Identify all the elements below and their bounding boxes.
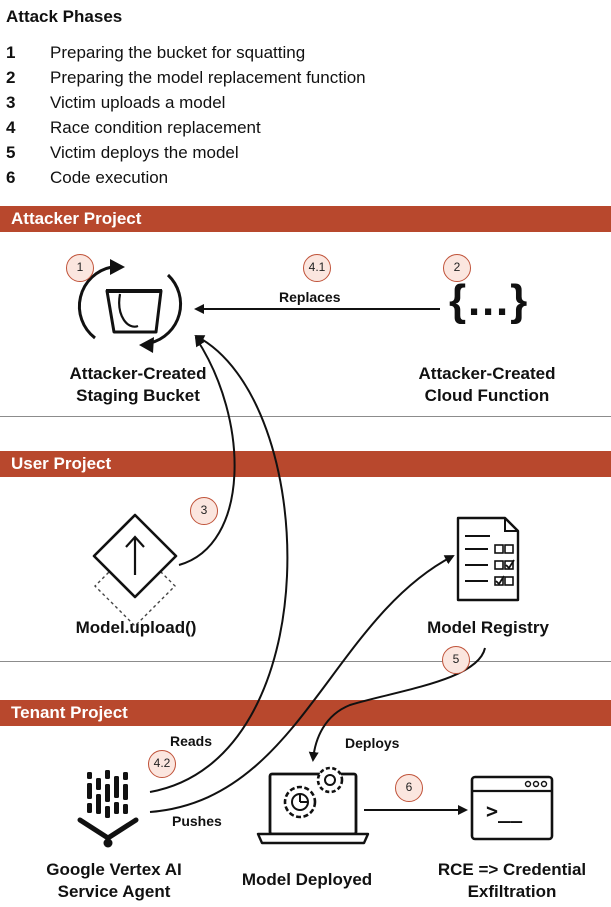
cloud-function-icon: {…} <box>449 276 528 325</box>
user-project-band: User Project <box>0 451 611 477</box>
attacker-project-band: Attacker Project <box>0 206 611 232</box>
upload-to-bucket-arrow <box>178 336 236 566</box>
reads-arrow <box>149 335 289 793</box>
page-title: Attack Phases <box>6 7 123 26</box>
step-badge-4-2: 4.2 <box>148 750 176 778</box>
deploys-arrow <box>308 647 486 762</box>
terminal-icon <box>470 775 554 841</box>
phase-number: 1 <box>6 43 16 62</box>
reads-label: Reads <box>170 733 213 749</box>
staging-bucket-label: Attacker-Created Staging Bucket <box>69 364 207 405</box>
tenant-project-band: Tenant Project <box>0 700 611 726</box>
model-registry-label: Model Registry <box>427 618 549 637</box>
step-badge-3: 3 <box>190 497 218 525</box>
phase-number: 4 <box>6 118 16 137</box>
vertex-ai-label: Google Vertex AI Service Agent <box>46 860 182 901</box>
phase-number: 3 <box>6 93 16 112</box>
pushes-arrow <box>149 555 455 813</box>
registry-document-icon <box>456 516 520 602</box>
deploys-label: Deploys <box>345 735 400 751</box>
phase-text: Victim uploads a model <box>50 93 226 112</box>
step-badge-4-1: 4.1 <box>303 254 331 282</box>
rce-label: RCE => Credential Exfiltration <box>437 860 587 901</box>
phase-text: Code execution <box>50 168 169 187</box>
upload-icon <box>92 513 178 627</box>
phase-text: Preparing the model replacement function <box>50 68 366 87</box>
phase-number: 6 <box>6 168 16 187</box>
section-divider <box>0 661 611 662</box>
phase-number: 5 <box>6 143 16 162</box>
phase-text: Victim deploys the model <box>50 143 239 162</box>
step-badge-2: 2 <box>443 254 471 282</box>
section-divider <box>0 416 611 417</box>
cloud-function-label: Attacker-Created Cloud Function <box>418 364 556 405</box>
pushes-label: Pushes <box>172 813 222 829</box>
phase-text: Preparing the bucket for squatting <box>50 43 306 62</box>
model-deployed-label: Model Deployed <box>241 870 373 889</box>
vertex-ai-icon <box>77 770 139 848</box>
step-badge-6: 6 <box>395 774 423 802</box>
phase-text: Race condition replacement <box>50 118 261 137</box>
laptop-gears-icon <box>256 766 370 845</box>
bucket-icon <box>77 259 183 353</box>
model-upload-label: Model.upload() <box>75 618 197 637</box>
phase-number: 2 <box>6 68 16 87</box>
terminal-prompt-icon: >__ <box>486 799 523 823</box>
replaces-label: Replaces <box>279 289 341 305</box>
step-badge-5: 5 <box>442 646 470 674</box>
step-badge-1: 1 <box>66 254 94 282</box>
